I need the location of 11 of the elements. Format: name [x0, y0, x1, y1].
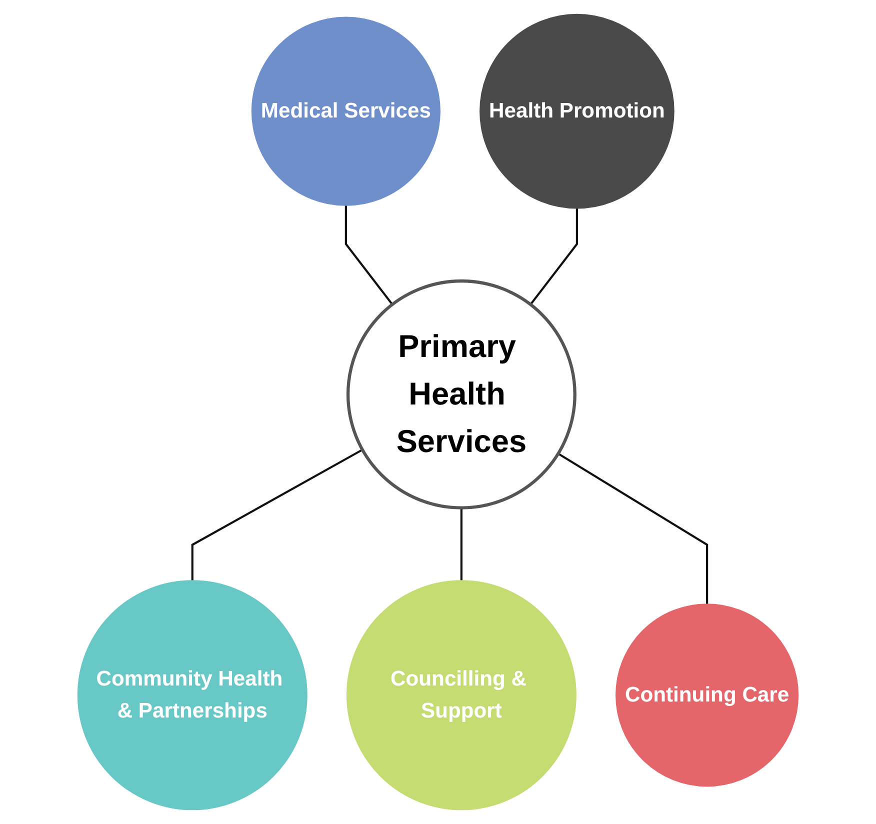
node-circle: Primary Health Services: [346, 279, 576, 510]
node-circle: Health Promotion: [480, 14, 674, 209]
connector: [191, 448, 363, 582]
connector: [558, 452, 708, 606]
connector: [460, 508, 462, 582]
node-circle: Community Health & Partnerships: [77, 580, 308, 810]
node-circle: Councilling & Support: [346, 580, 576, 810]
node-circle: Continuing Care: [616, 604, 799, 787]
connector: [344, 204, 394, 306]
node-circle: Medical Services: [251, 16, 440, 206]
connector: [530, 207, 578, 306]
